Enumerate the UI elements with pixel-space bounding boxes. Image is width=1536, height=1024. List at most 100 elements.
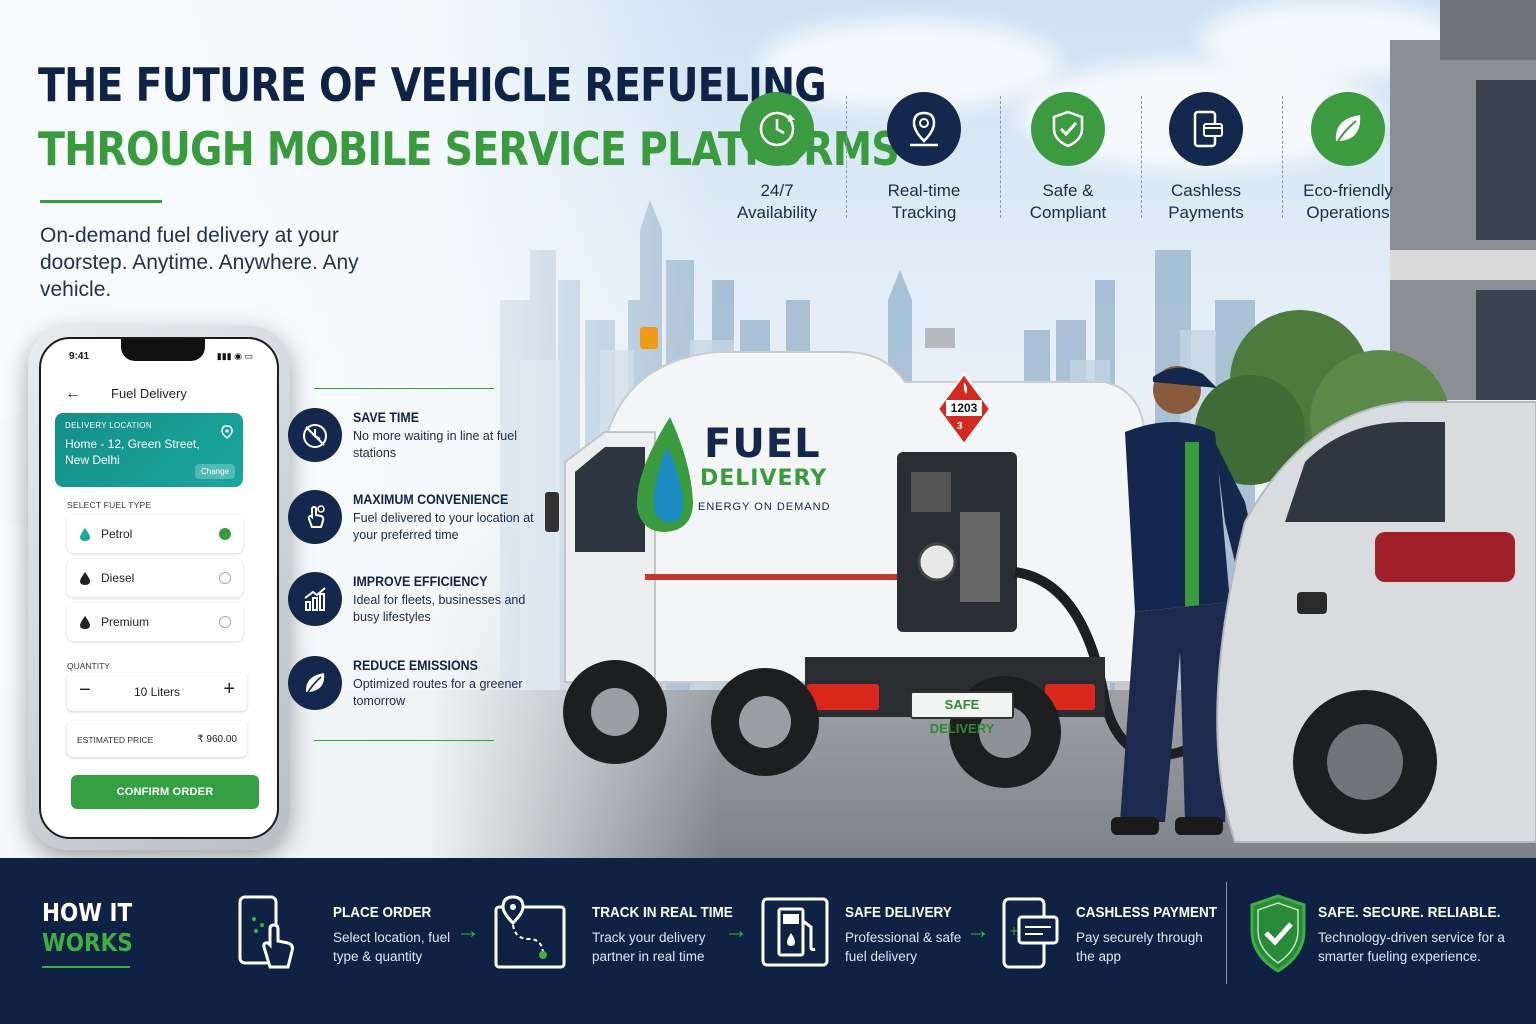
change-location-button[interactable]: Change (194, 464, 235, 479)
fuel-option-petrol[interactable]: Petrol (67, 515, 243, 553)
location-address: Home - 12, Green Street, New Delhi (65, 437, 200, 467)
fuel-option-label: Petrol (101, 527, 133, 541)
feature-label-line2: Operations (1306, 203, 1390, 222)
tagline: On-demand fuel delivery at your doorstep… (40, 224, 359, 301)
feature-divider (846, 96, 847, 218)
fuel-drop-icon (80, 616, 90, 629)
fuel-option-label: Diesel (101, 571, 135, 585)
fuel-delivery-truck-illustration (545, 327, 1536, 843)
stopwatch-icon (288, 408, 342, 462)
truck-brand: FUEL DELIVERY ENERGY ON DEMAND (698, 421, 831, 513)
feature-label-line1: 24/7 (760, 181, 794, 200)
phone-tap-icon (238, 895, 294, 969)
feature-label-line1: Real-time (887, 181, 961, 200)
quantity-value: 10 Liters (133, 685, 181, 699)
phone-notch (121, 339, 205, 361)
benefit-emissions: REDUCE EMISSIONS Optimized routes for a … (288, 656, 538, 718)
phone-payment-icon: + (1002, 897, 1059, 969)
benefit-title: REDUCE EMISSIONS (353, 658, 478, 673)
band-divider (1226, 882, 1227, 984)
back-arrow-icon[interactable]: ← (65, 385, 81, 402)
map-route-icon (494, 895, 566, 969)
benefits-top-rule (314, 388, 494, 389)
quantity-caption: QUANTITY (67, 661, 110, 671)
phone-mockup: 9:41 ▮▮▮ ◉ ▭ ← Fuel Delivery DELIVERY LO… (28, 326, 290, 850)
how-heading-line1: HOW IT (42, 898, 133, 927)
confirm-order-button[interactable]: CONFIRM ORDER (71, 775, 259, 809)
feature-label-line2: Availability (736, 203, 817, 222)
fuel-option-diesel[interactable]: Diesel (67, 559, 243, 597)
radio-selected[interactable] (219, 528, 231, 540)
decrease-button[interactable]: − (79, 679, 91, 701)
fuel-option-premium[interactable]: Premium (67, 603, 243, 641)
step-desc: Professional & safe fuel delivery (845, 930, 962, 964)
step-desc: Select location, fuel type & quantity (333, 930, 451, 964)
step-desc: Track your delivery partner in real time (592, 930, 706, 964)
map-pin-icon (221, 425, 233, 439)
arrow-right-icon: → (456, 917, 480, 944)
svg-text:+: + (1009, 924, 1019, 938)
growth-chart-icon (288, 572, 342, 626)
clock-24-icon (740, 92, 814, 166)
increase-button[interactable]: + (223, 678, 235, 700)
shield-check-icon (1250, 894, 1306, 973)
leaf-icon (1311, 92, 1385, 166)
hazmat-class: 3 (957, 421, 963, 432)
benefit-desc: No more waiting in line at fuel stations (353, 429, 517, 460)
feature-label-line1: Eco-friendly (1303, 181, 1393, 200)
benefit-convenience: MAXIMUM CONVENIENCE Fuel delivered to yo… (288, 490, 538, 552)
arrow-right-icon: → (966, 917, 990, 944)
feature-label-line2: Compliant (1029, 203, 1107, 222)
leaf-icon (288, 656, 342, 710)
benefit-desc: Ideal for fleets, businesses and busy li… (353, 593, 526, 624)
benefit-efficiency: IMPROVE EFFICIENCY Ideal for fleets, bus… (288, 572, 538, 634)
feature-label-line1: Cashless (1171, 181, 1241, 200)
feature-compliant: Safe & Compliant (998, 92, 1138, 224)
hazmat-placard-icon (936, 372, 992, 446)
feature-divider (1000, 96, 1001, 218)
step-title: CASHLESS PAYMENT (1076, 904, 1218, 921)
step-title: TRACK IN REAL TIME (592, 904, 733, 921)
headline-line-1: THE FUTURE OF VEHICLE REFUELING (38, 58, 827, 112)
feature-label-line1: Safe & (1042, 181, 1094, 200)
how-underline (42, 966, 130, 968)
rear-plate: SAFE DELIVERY (910, 691, 1014, 736)
title-underline (40, 200, 162, 203)
hazmat-number: 1203 (950, 401, 978, 415)
safe-secure-title: SAFE. SECURE. RELIABLE. (1318, 904, 1501, 921)
estimate-value: ₹ 960.00 (197, 734, 237, 745)
tap-hand-icon (288, 490, 342, 544)
feature-label-line2: Payments (1168, 203, 1244, 222)
shield-check-icon (1031, 92, 1105, 166)
quantity-stepper[interactable]: − 10 Liters + (67, 673, 247, 711)
estimate-label: ESTIMATED PRICE (77, 735, 154, 745)
phone-screen: 9:41 ▮▮▮ ◉ ▭ ← Fuel Delivery DELIVERY LO… (39, 337, 279, 839)
benefit-desc: Optimized routes for a greener tomorrow (353, 677, 523, 708)
location-caption: DELIVERY LOCATION (65, 421, 152, 430)
brand-word-delivery: DELIVERY (700, 466, 828, 491)
benefits-bottom-rule (314, 740, 494, 741)
benefit-save-time: SAVE TIME No more waiting in line at fue… (288, 408, 538, 470)
feature-label-line2: Tracking (891, 203, 957, 222)
step-title: PLACE ORDER (333, 904, 432, 921)
step-desc: Pay securely through the app (1076, 930, 1203, 964)
radio-unselected[interactable] (219, 572, 231, 584)
safe-secure-desc: Technology-driven service for a smarter … (1318, 930, 1505, 964)
status-time: 9:41 (69, 351, 90, 362)
brand-word-fuel: FUEL (704, 421, 821, 467)
benefit-title: SAVE TIME (353, 410, 420, 425)
delivery-location-card[interactable]: DELIVERY LOCATION Home - 12, Green Stree… (55, 413, 243, 487)
radio-unselected[interactable] (219, 616, 231, 628)
fuel-drop-icon (80, 572, 90, 585)
location-pin-icon (887, 92, 961, 166)
brand-tagline: ENERGY ON DEMAND (698, 501, 831, 513)
phone-card-icon (1169, 92, 1243, 166)
fuel-pump-icon (761, 897, 829, 967)
benefit-title: IMPROVE EFFICIENCY (353, 574, 488, 589)
benefit-title: MAXIMUM CONVENIENCE (353, 492, 509, 507)
step-title: SAFE DELIVERY (845, 904, 952, 921)
benefit-desc: Fuel delivered to your location at your … (353, 511, 534, 542)
